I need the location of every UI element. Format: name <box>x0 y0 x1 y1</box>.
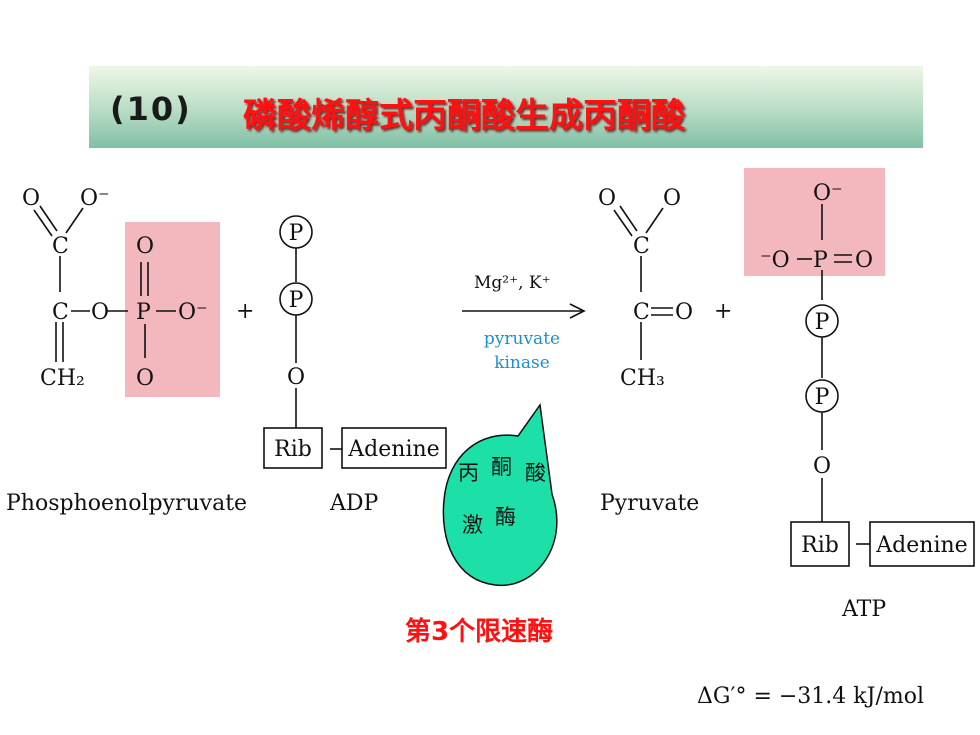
atp-name: ATP <box>841 597 886 622</box>
reaction-arrow <box>462 303 586 319</box>
callout-col2-char1: 酮 <box>491 455 512 479</box>
atp-gamma-phosphorus: P <box>813 248 828 273</box>
adp-rib: Rib <box>274 437 312 462</box>
rate-limiting-enzyme-label: 第3个限速酶 <box>405 617 554 647</box>
atp-adenine: Adenine <box>875 533 967 558</box>
pep-phosphate-highlight <box>125 222 220 397</box>
pyruvate-keto-c: C <box>633 300 650 325</box>
adp-adenine: Adenine <box>347 437 439 462</box>
pep-o-up: O <box>136 234 154 259</box>
callout-col1-char1: 丙 <box>458 461 479 485</box>
pyruvate-carboxyl-c: C <box>633 234 650 259</box>
callout-text: 丙 激 酮 酶 酸 <box>458 455 546 537</box>
enzyme-name-line2: kinase <box>494 353 550 373</box>
atp-o-right: O <box>855 248 873 273</box>
pyruvate-name: Pyruvate <box>600 491 699 516</box>
adp-o: O <box>287 365 305 390</box>
title-text: 磷酸烯醇式丙酮酸生成丙酮酸 <box>243 96 685 136</box>
plus-sign-left: + <box>236 299 254 324</box>
pyruvate-o-right: O <box>663 186 681 211</box>
adp-phosphate-1: P <box>289 221 304 246</box>
title-banner <box>89 66 923 148</box>
pep-o-top: O <box>22 186 40 211</box>
pep-name: Phosphoenolpyruvate <box>6 491 247 516</box>
atp-structure <box>790 204 975 567</box>
adp-phosphate-2: P <box>289 288 304 313</box>
adp-name: ADP <box>329 491 379 516</box>
pyruvate-ch3: CH₃ <box>620 366 665 391</box>
enzyme-callout-bubble <box>442 403 558 587</box>
atp-o-minus-top: O⁻ <box>813 181 843 206</box>
callout-col1-char2: 激 <box>462 513 483 537</box>
plus-sign-right: + <box>714 299 732 324</box>
atp-rib: Rib <box>801 533 839 558</box>
free-energy-label: ΔG′° = −31.4 kJ/mol <box>697 684 924 709</box>
pep-o-bridge: O <box>91 300 109 325</box>
adp-structure <box>263 215 447 469</box>
pep-carboxyl-c: C <box>52 234 69 259</box>
pep-o-minus-top: O⁻ <box>80 186 110 211</box>
pyruvate-keto-o: O <box>675 300 693 325</box>
atp-phosphate-beta: P <box>815 310 830 335</box>
pep-o-down: O <box>136 366 154 391</box>
atp-phosphate-alpha: P <box>815 385 830 410</box>
pep-ch2: CH₂ <box>40 366 85 391</box>
title-number: (10) <box>110 90 192 128</box>
atp-o: O <box>813 454 831 479</box>
pyruvate-structure <box>613 205 673 360</box>
callout-col3-char1: 酸 <box>525 461 546 485</box>
callout-col2-char2: 酶 <box>495 505 516 529</box>
pep-phosphorus: P <box>136 300 151 325</box>
pyruvate-o-top: O <box>598 186 616 211</box>
atp-phosphate-highlight <box>744 168 885 276</box>
atp-o-minus-left: ⁻O <box>760 248 790 273</box>
pep-o-minus-right: O⁻ <box>178 300 208 325</box>
enzyme-name-line1: pyruvate <box>484 329 560 349</box>
phosphoenolpyruvate-structure <box>33 205 176 362</box>
arrow-cofactors: Mg²⁺, K⁺ <box>474 273 551 293</box>
pep-c2: C <box>52 300 69 325</box>
